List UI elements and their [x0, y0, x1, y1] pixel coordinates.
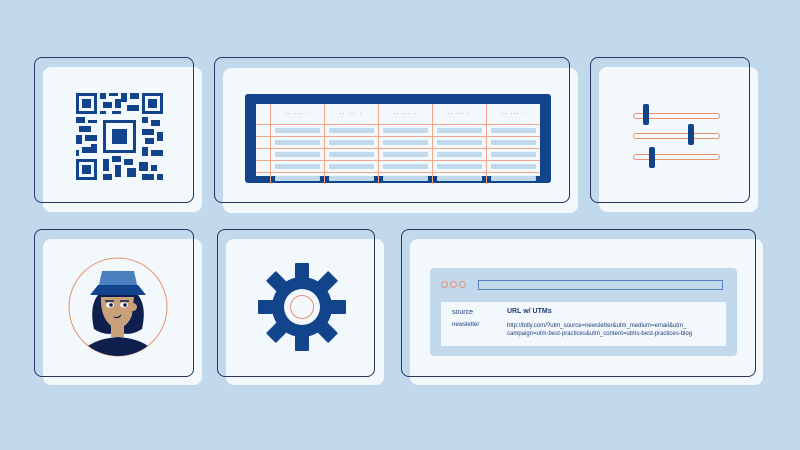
column-header-url: URL w/ UTMs: [507, 308, 552, 315]
slider-track[interactable]: [633, 113, 720, 119]
spreadsheet-table: ·· ··· · ·· ··· · ·· ··· · ·· ··· · ·· ·…: [256, 104, 540, 184]
window-dot-icon: [450, 281, 457, 288]
table-row: [256, 124, 540, 137]
cell-source: newsletter: [452, 322, 480, 328]
utm-table: source URL w/ UTMs newsletter http://bit…: [441, 302, 726, 346]
slider-track[interactable]: [633, 154, 720, 160]
sheet-header: ·· ··· ·: [377, 104, 433, 125]
table-row: [256, 172, 540, 184]
slider-track[interactable]: [633, 133, 720, 139]
gear-icon: [258, 263, 346, 351]
qr-code-icon: [76, 93, 163, 180]
browser-window-icon: source URL w/ UTMs newsletter http://bit…: [430, 268, 737, 356]
cell-url-line1: http://bitly.com/?utm_source=newsletter&…: [507, 323, 687, 329]
address-bar[interactable]: [478, 280, 723, 290]
sheet-header: ·· ··· ·: [323, 104, 379, 125]
table-row: [256, 160, 540, 173]
slider-handle[interactable]: [643, 104, 649, 125]
table-row: [256, 136, 540, 149]
cell-url-line2: campaign=utm-best-practices&utm_content=…: [507, 331, 693, 337]
slider-handle[interactable]: [649, 147, 655, 168]
avatar-person-icon: [68, 257, 168, 357]
window-dot-icon: [459, 281, 466, 288]
slider-handle[interactable]: [688, 124, 694, 145]
column-header-source: source: [452, 309, 474, 316]
table-row: [256, 148, 540, 161]
spreadsheet-icon: ·· ··· · ·· ··· · ·· ··· · ·· ··· · ·· ·…: [245, 94, 551, 184]
spreadsheet-header-row: ·· ··· · ·· ··· · ·· ··· · ·· ··· · ·· ·…: [256, 104, 540, 125]
window-dot-icon: [441, 281, 448, 288]
sheet-header: ·· ··· ·: [269, 104, 325, 125]
cell-url[interactable]: http://bitly.com/?utm_source=newsletter&…: [507, 322, 722, 338]
sheet-header: ·· ··· ·: [431, 104, 487, 125]
sheet-header: ·· ··· ·: [485, 104, 540, 125]
